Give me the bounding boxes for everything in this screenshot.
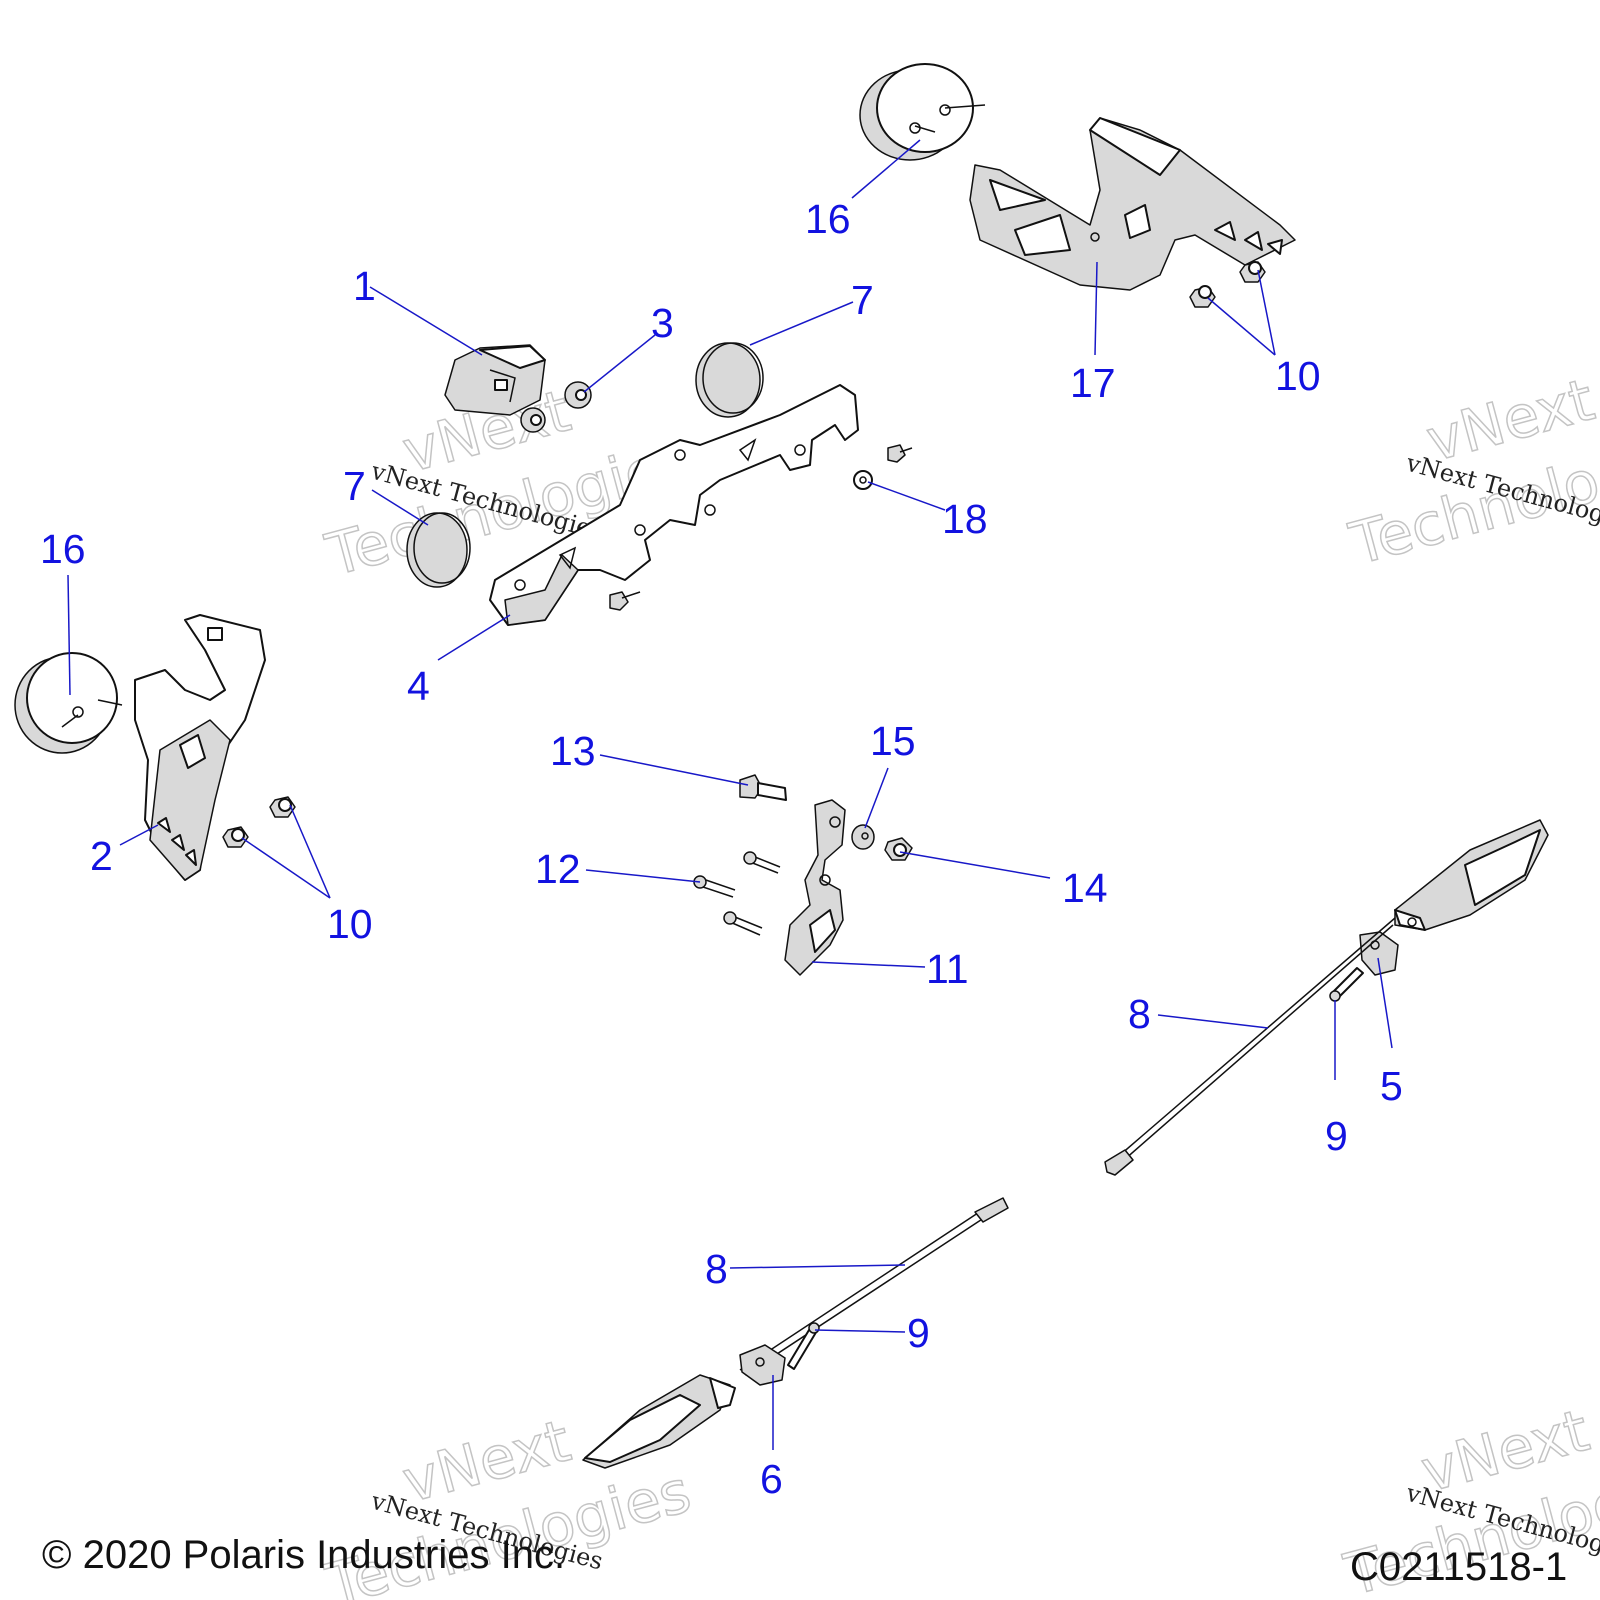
callout-14: 14 <box>1062 865 1108 911</box>
leader-10-left-b <box>241 837 331 899</box>
leader-5 <box>1377 957 1393 1049</box>
part-12-screws <box>693 851 781 936</box>
leader-10-top-b <box>1207 297 1276 356</box>
part-10-nuts-left <box>222 796 296 848</box>
callout-10-left: 10 <box>327 901 373 947</box>
leader-16-left <box>67 574 71 696</box>
leader-15 <box>864 767 889 829</box>
leader-8-right <box>1157 1014 1269 1029</box>
leader-13 <box>599 754 749 786</box>
part-5-mount-block <box>1359 931 1399 976</box>
callout-17: 17 <box>1070 360 1116 406</box>
part-10-nuts-top <box>1189 261 1266 308</box>
leader-7-top <box>749 301 854 346</box>
callout-8-bottom: 8 <box>705 1246 728 1292</box>
part-9-pin-right <box>1329 967 1364 1002</box>
part-7-reflector-top <box>695 342 764 418</box>
callout-1: 1 <box>353 263 376 309</box>
part-14-nut <box>884 837 913 861</box>
drawing-id: C0211518-1 <box>1350 1545 1567 1589</box>
leader-9-bottom <box>814 1329 906 1333</box>
part-17-bracket <box>969 117 1296 291</box>
leader-7-left <box>371 489 429 526</box>
leader-12 <box>585 869 701 883</box>
callout-9-bottom: 9 <box>907 1310 930 1356</box>
part-16-pad-left <box>14 652 123 754</box>
part-2-bracket <box>134 614 266 881</box>
part-16-pad-top <box>859 63 986 161</box>
callout-6: 6 <box>760 1456 783 1502</box>
callout-4: 4 <box>407 663 430 709</box>
part-8-wire-bottom <box>739 1197 1009 1376</box>
callout-10-top: 10 <box>1275 353 1321 399</box>
callout-3: 3 <box>651 300 674 346</box>
leader-18 <box>867 481 946 511</box>
leader-16-top <box>851 139 921 199</box>
leader-3 <box>583 334 656 393</box>
callout-12: 12 <box>535 846 581 892</box>
part-turn-signal-right <box>1394 819 1549 931</box>
watermark-right: vNext Technologies <box>1342 365 1600 579</box>
part-8-wire-right <box>1104 917 1396 1176</box>
part-3-spacers <box>520 381 592 433</box>
leader-10-top-a <box>1257 269 1276 356</box>
callout-labels: 1 2 3 4 5 6 7 7 8 8 9 9 10 10 11 12 13 1… <box>40 196 1403 1502</box>
part-4-license-bracket <box>489 384 859 626</box>
leader-8-bottom <box>729 1264 906 1269</box>
leader-17 <box>1094 261 1098 356</box>
part-1-light-housing <box>444 344 546 416</box>
callout-18: 18 <box>942 496 988 542</box>
leader-2 <box>119 824 159 846</box>
callout-16-top: 16 <box>805 196 851 242</box>
callout-7-top: 7 <box>851 277 874 323</box>
part-18-bolt-washer <box>853 444 913 490</box>
leader-11 <box>811 961 926 968</box>
callout-16-left: 16 <box>40 526 86 572</box>
callout-5: 5 <box>1380 1063 1403 1109</box>
callout-8-right: 8 <box>1128 991 1151 1037</box>
part-bolt-near-4 <box>609 591 641 611</box>
part-15-washer <box>851 824 875 850</box>
callout-9-right: 9 <box>1325 1113 1348 1159</box>
callout-15: 15 <box>870 718 916 764</box>
part-7-reflector-left <box>406 512 471 588</box>
part-turn-signal-bottom <box>582 1374 736 1469</box>
callout-11: 11 <box>926 946 969 992</box>
part-9-pin-bottom <box>787 1322 820 1370</box>
callout-2: 2 <box>90 833 113 879</box>
part-11-hook-bracket <box>784 799 846 976</box>
callout-7-left: 7 <box>343 463 366 509</box>
part-6-mount-block <box>739 1344 786 1386</box>
leader-10-left-a <box>289 804 331 899</box>
copyright-text: © 2020 Polaris Industries Inc. <box>42 1533 565 1577</box>
leader-1 <box>369 286 483 356</box>
leader-4 <box>437 614 511 661</box>
leader-14 <box>899 851 1051 879</box>
leader-lines <box>67 139 1393 1450</box>
part-13-bolt <box>739 774 787 801</box>
callout-13: 13 <box>550 728 596 774</box>
